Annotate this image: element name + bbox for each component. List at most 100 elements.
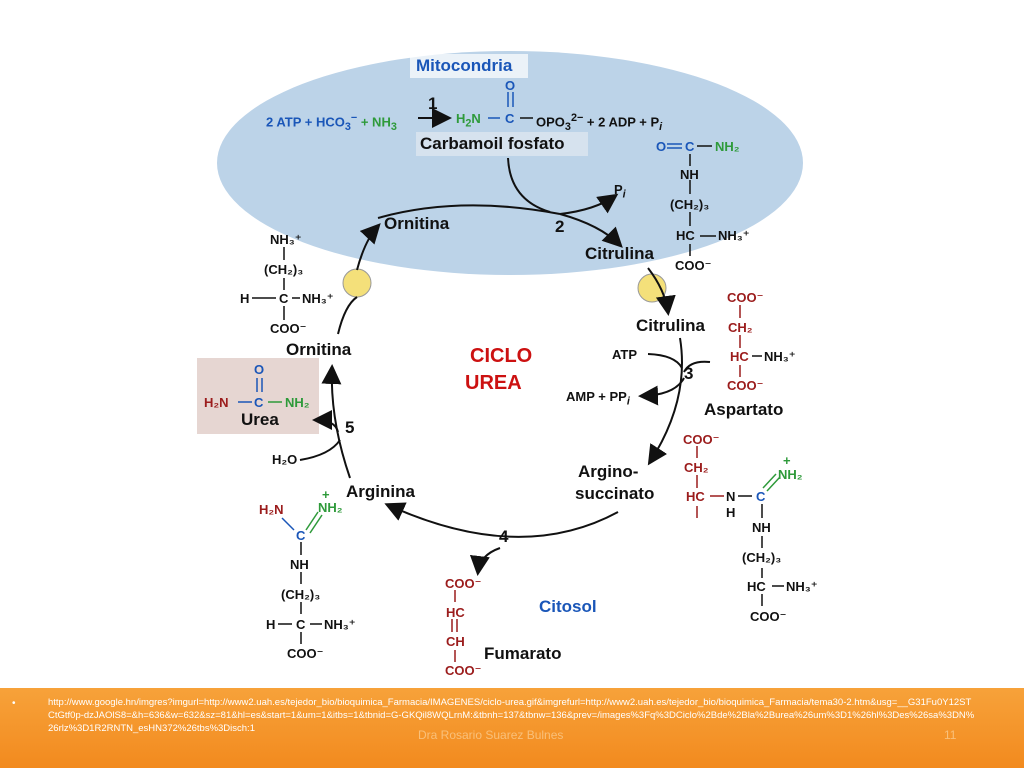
opo-text: OPO [536, 114, 565, 130]
arg-nh: NH [290, 557, 309, 572]
arrow-step2-to-citrulina [559, 213, 623, 248]
citrulline-hc: HC [676, 228, 695, 243]
as-nh2: NH₂ [778, 467, 803, 482]
citosol-label: Citosol [539, 597, 597, 616]
source-url[interactable]: http://www.google.hn/imgres?imgurl=http:… [48, 697, 975, 734]
mitochondria-label: Mitocondria [416, 56, 513, 75]
carbamoil-fosfato-label: Carbamoil fosfato [420, 134, 565, 153]
as-c: C [756, 489, 766, 504]
urea-product-box [197, 358, 319, 434]
aspartate-coo-top: COO⁻ [727, 290, 764, 305]
citrulina-mito-label: Citrulina [585, 244, 654, 263]
citrulline-o: O [656, 139, 667, 154]
pi-product: Pi [614, 182, 626, 203]
h2n-h: H [456, 111, 466, 126]
citrulline-coo: COO⁻ [675, 258, 712, 273]
mitochondria-label-bg [410, 54, 528, 78]
opo-charge: 2− [570, 112, 584, 124]
arg-coo: COO⁻ [287, 646, 324, 661]
ornithine-h: H [240, 291, 250, 306]
urea-nh2: NH₂ [285, 395, 310, 410]
opo-subscript: 3 [564, 120, 571, 133]
arginina-label: Arginina [346, 482, 415, 501]
pi-p: P [614, 182, 623, 197]
urea-title: UREA [465, 372, 522, 394]
author-label: Dra Rosario Suarez Bulnes [418, 728, 564, 742]
arg-double-a [305, 511, 319, 531]
step-3-label: 3 [684, 364, 694, 383]
as-plus: + [783, 453, 791, 468]
citrulina-cyt-label: Citrulina [636, 316, 705, 335]
arrow-carbamoil-down [507, 157, 551, 213]
as-coo-bottom: COO⁻ [750, 609, 787, 624]
citrulline-ch2: (CH₂)₃ [670, 197, 710, 212]
ciclo-title: CICLO [470, 345, 533, 367]
footer-bullet: • [12, 698, 16, 709]
as-nh: NH [752, 520, 771, 535]
footer-bar: • http://www.google.hn/imgres?imgurl=htt… [0, 688, 1024, 768]
arrow-h2o-in [299, 439, 341, 461]
carbamoyl-c: C [505, 111, 515, 126]
arg-nh2: NH₂ [318, 500, 343, 515]
ornithine-ch2: (CH₂)₃ [264, 262, 304, 277]
mitochondria-compartment [217, 51, 803, 275]
ornithine-nh3: NH₃⁺ [302, 291, 334, 306]
fumarato-label: Fumarato [484, 644, 562, 663]
as-ch2: CH₂ [684, 460, 709, 475]
carbamoil-label-bg [416, 132, 588, 156]
arg-c: C [296, 528, 306, 543]
h2n-n: N [471, 111, 481, 126]
ornitina-cyt-label: Ornitina [286, 340, 352, 359]
aspartate-nh3: NH₃⁺ [764, 349, 796, 364]
aspartate-hc: HC [730, 349, 749, 364]
arrow-pi-out [559, 193, 619, 215]
arrow-ornitina-transport [337, 296, 358, 335]
arg-ch2: (CH₂)₃ [281, 587, 321, 602]
hco-subscript: 3 [344, 120, 351, 133]
nh3-subscript: 3 [390, 120, 397, 133]
amp-i: i [626, 395, 630, 408]
step-4-label: 4 [499, 527, 509, 546]
aspartate-coo-bottom: COO⁻ [727, 378, 764, 393]
atp-label: ATP [612, 347, 638, 362]
adp-pi: + 2 ADP + P [583, 114, 660, 130]
arg-h: H [266, 617, 276, 632]
arg-double-b [309, 514, 323, 534]
as-coo-top: COO⁻ [683, 432, 720, 447]
arg-bond-h2n [281, 517, 295, 531]
as-hc: HC [686, 489, 705, 504]
arrow-ornitina-to-step2 [377, 204, 561, 219]
step-5-label: 5 [345, 418, 355, 437]
reactant-atp-hco: 2 ATP + HCO [266, 114, 345, 130]
ornithine-coo: COO⁻ [270, 321, 307, 336]
arrow-step4 [384, 502, 619, 538]
carbamoyl-phosphate-right: OPO32− + 2 ADP + Pi [536, 111, 662, 135]
reaction1-reactants: 2 ATP + HCO3− + NH3 [266, 111, 397, 135]
arrow-fumarate-out [469, 547, 501, 576]
urea-o: O [254, 362, 265, 377]
arrow-step5 [321, 364, 351, 479]
ornitina-mito-label: Ornitina [384, 214, 450, 233]
pi-i: i [622, 188, 626, 201]
as-h: H [726, 505, 736, 520]
ornithine-transporter [342, 268, 372, 298]
arg-c-alpha: C [296, 617, 306, 632]
urea-h2n: H₂N [204, 395, 229, 410]
arrow-step3 [647, 337, 683, 466]
arrow-amp-out [638, 377, 685, 406]
arrow-ornitina-in [356, 223, 381, 271]
urea-box-label: Urea [241, 410, 279, 429]
aspartate-ch2: CH₂ [728, 320, 753, 335]
fum-ch: CH [446, 634, 465, 649]
citrulline-transporter [637, 273, 667, 303]
ornithine-nh3-top: NH₃⁺ [270, 232, 302, 247]
arrow-atp-in [647, 353, 683, 369]
ornithine-c: C [279, 291, 289, 306]
carbamoyl-h2n: H2N [456, 111, 481, 130]
arg-nh3: NH₃⁺ [324, 617, 356, 632]
fum-coo-bottom: COO⁻ [445, 663, 482, 678]
citrulline-nh3: NH₃⁺ [718, 228, 750, 243]
as-n: N [726, 489, 736, 504]
citrulline-c: C [685, 139, 695, 154]
argino-label: Argino- [578, 462, 639, 481]
